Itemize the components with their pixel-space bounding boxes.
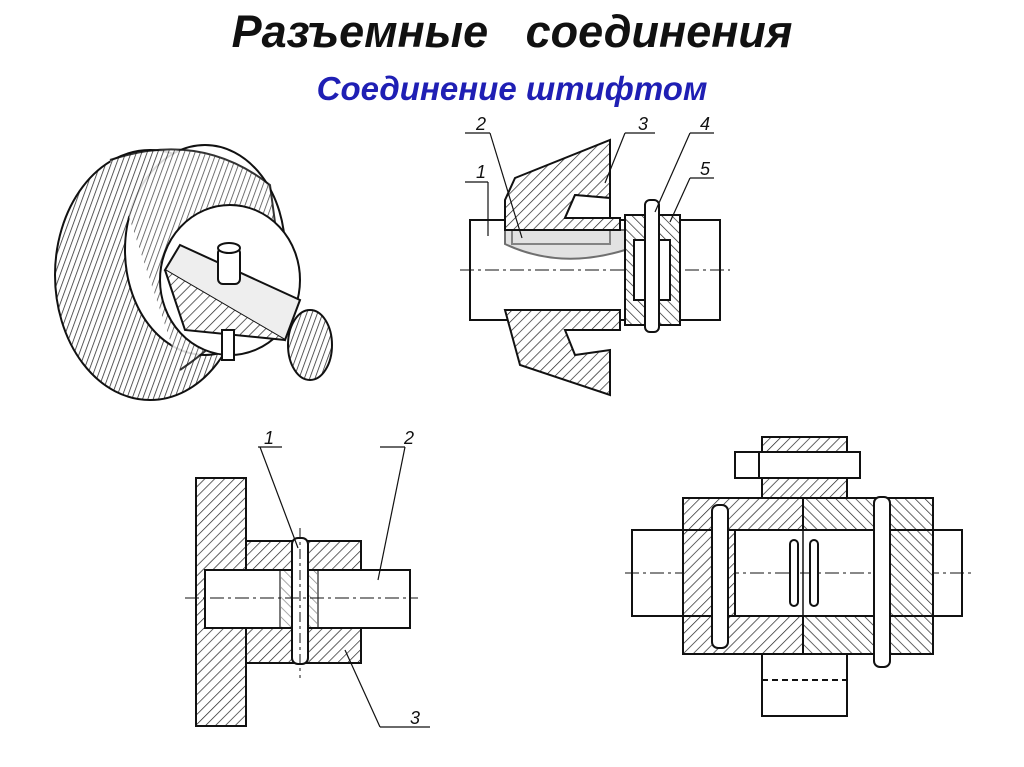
cone-gear-section-drawing	[460, 138, 730, 397]
label-cone-1: 1	[476, 162, 486, 182]
flange-leaders	[258, 446, 430, 728]
isometric-gear-drawing	[54, 144, 333, 401]
label-cone-3: 3	[638, 114, 648, 134]
page-title: Разъемные соединения	[231, 6, 793, 57]
label-flange-2: 2	[403, 428, 414, 448]
flange-section-drawing	[185, 477, 418, 727]
page-subtitle: Соединение штифтом	[316, 70, 708, 107]
label-flange-1: 1	[264, 428, 274, 448]
label-cone-2: 2	[475, 114, 486, 134]
coupling-section-drawing	[625, 436, 975, 717]
label-cone-4: 4	[700, 114, 710, 134]
cone-gear-leaders	[465, 132, 714, 239]
label-cone-5: 5	[700, 159, 711, 179]
label-flange-3: 3	[410, 708, 420, 728]
